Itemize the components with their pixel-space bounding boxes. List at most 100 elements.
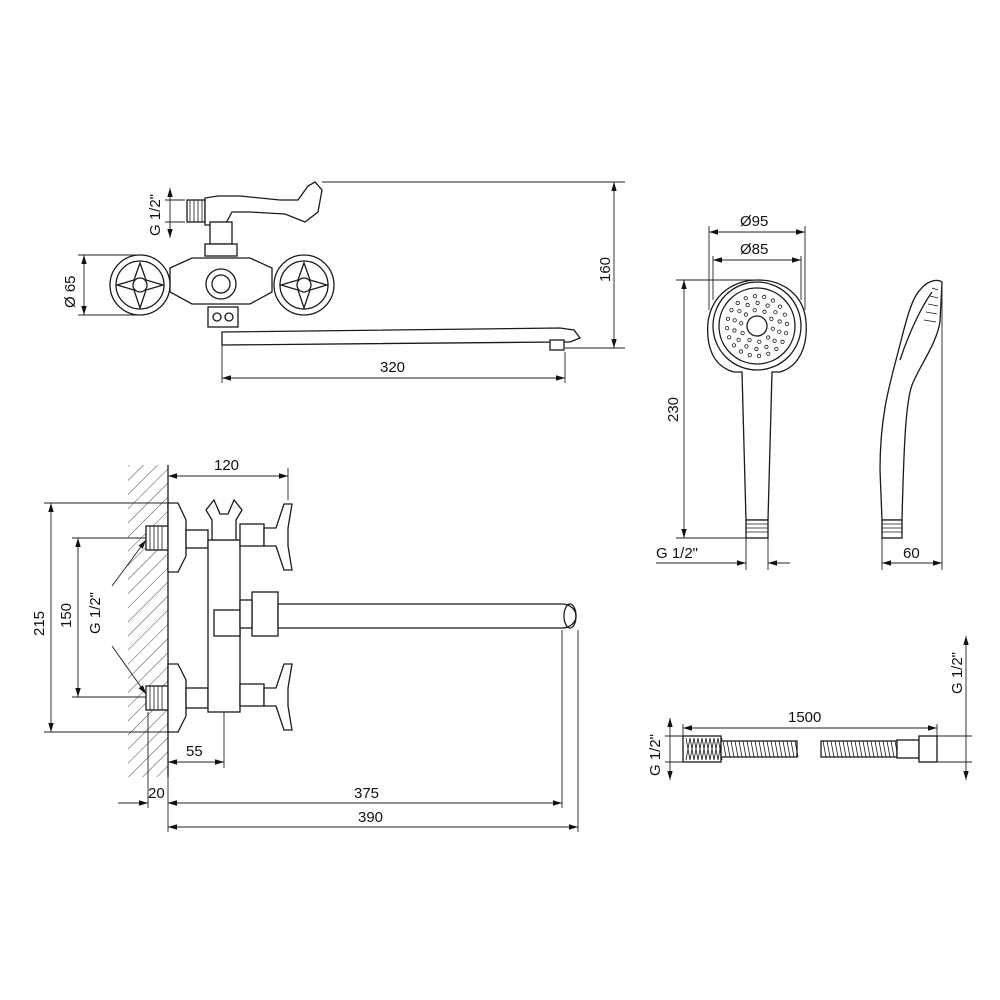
shower-nozzle — [729, 307, 734, 313]
shower-nozzle — [744, 344, 749, 349]
knurl-line — [685, 737, 691, 761]
top-neck — [209, 221, 233, 245]
shower-head-side: 60 — [879, 279, 943, 570]
hose-right-thread-label: G 1/2" — [949, 652, 966, 694]
hose-winding — [826, 740, 831, 758]
hose-winding — [782, 740, 787, 758]
shower-nozzle — [731, 343, 737, 348]
shower-nozzle — [752, 293, 758, 299]
side-spout-nut — [251, 591, 279, 637]
shower-face-inner — [718, 287, 796, 365]
side-spout-reach-label: 375 — [354, 785, 379, 802]
shower-nozzle — [737, 309, 742, 314]
side-total-height-label: 215 — [31, 611, 48, 636]
side-lower-flange — [167, 663, 187, 733]
hose-winding — [738, 740, 743, 758]
side-wall-label: 20 — [148, 785, 165, 802]
top-diameter-label: Ø 65 — [62, 275, 79, 308]
top-center-body — [169, 257, 273, 305]
side-spout-aerator — [563, 603, 577, 629]
shower-nozzles — [724, 293, 790, 358]
top-thread-label: G 1/2" — [147, 194, 164, 236]
shower-outer-dia-label: Ø95 — [740, 213, 768, 230]
hose-winding — [874, 740, 879, 758]
shower-nozzle — [754, 346, 759, 352]
shower-nozzle — [743, 296, 748, 301]
hose-winding — [774, 740, 779, 758]
shower-nozzle — [732, 328, 737, 333]
hose-winding — [770, 740, 775, 758]
knurl-line — [701, 737, 707, 761]
shower-nozzle — [724, 325, 730, 331]
shower-nozzle — [770, 298, 776, 303]
mixer-side-view: 120 215 150 G 1/2" 55 20 375 390 — [31, 457, 579, 832]
hose-winding — [854, 740, 859, 758]
shower-nozzle — [736, 337, 741, 342]
top-center-nut — [205, 268, 237, 300]
shower-nozzle — [780, 339, 785, 344]
top-outlet-body — [207, 306, 239, 328]
shower-nozzle — [783, 331, 789, 336]
shower-nozzle — [777, 329, 782, 334]
hose-winding — [742, 740, 747, 758]
shower-nozzle — [784, 321, 790, 326]
shower-head-front: Ø95 Ø85 230 G 1/2" — [656, 213, 807, 570]
shower-handle-thread — [745, 519, 769, 539]
hose-winding — [758, 740, 763, 758]
top-right-handle — [273, 254, 335, 316]
side-width-label: 120 — [214, 457, 239, 474]
hose-winding — [822, 740, 827, 758]
shower-length-label: 230 — [665, 397, 682, 422]
shower-nozzle — [765, 303, 770, 308]
shower-nozzle — [755, 300, 760, 306]
top-collar — [204, 243, 238, 257]
hose-winding — [722, 740, 727, 758]
hose-winding — [762, 740, 767, 758]
side-diverter — [213, 609, 241, 637]
shower-nozzle — [739, 321, 744, 326]
shower-nozzle — [777, 304, 783, 309]
shower-inner-dia-label: Ø85 — [740, 241, 768, 258]
shower-nozzle — [774, 346, 779, 352]
top-spout-length-label: 320 — [380, 359, 405, 376]
side-lower-cross-handle — [263, 663, 293, 731]
knurl-line — [693, 737, 699, 761]
hose-winding — [838, 740, 843, 758]
hose-winding — [734, 740, 739, 758]
shower-nozzle — [747, 337, 752, 343]
side-upper-flange — [167, 502, 187, 573]
top-spout-tip — [549, 339, 565, 351]
hose-winding — [882, 740, 887, 758]
hose-winding — [794, 740, 799, 758]
shower-face-outer — [712, 281, 802, 371]
side-offset-label: 55 — [186, 743, 203, 760]
hose-winding — [790, 740, 795, 758]
hose-winding — [870, 740, 875, 758]
hose-winding — [842, 740, 847, 758]
side-lower-handle-stem — [239, 683, 265, 707]
mixer-top-view: G 1/2" Ø 65 160 320 — [62, 181, 625, 383]
hose-right-nut — [918, 735, 938, 763]
shower-nozzle — [757, 339, 762, 344]
hose-winding — [878, 740, 883, 758]
shower-nozzle — [769, 316, 774, 321]
knurl-line — [705, 737, 711, 761]
side-lower-eccentric — [145, 685, 169, 711]
shower-face-center — [746, 315, 768, 337]
shower-nozzle — [756, 353, 762, 358]
top-spout — [221, 327, 582, 346]
knurl-line — [713, 737, 719, 761]
hose-winding — [850, 740, 855, 758]
side-centers-label: 150 — [58, 603, 75, 628]
hose-winding — [730, 740, 735, 758]
shower-nozzle — [764, 344, 769, 350]
knurl-line — [709, 737, 715, 761]
hose-winding — [862, 740, 867, 758]
hose-right-ferrule — [896, 739, 920, 759]
shower-nozzle — [765, 335, 771, 340]
side-upper-eccentric — [145, 525, 169, 551]
shower-side-thread — [881, 519, 903, 539]
side-upper-cross-handle — [263, 503, 293, 571]
